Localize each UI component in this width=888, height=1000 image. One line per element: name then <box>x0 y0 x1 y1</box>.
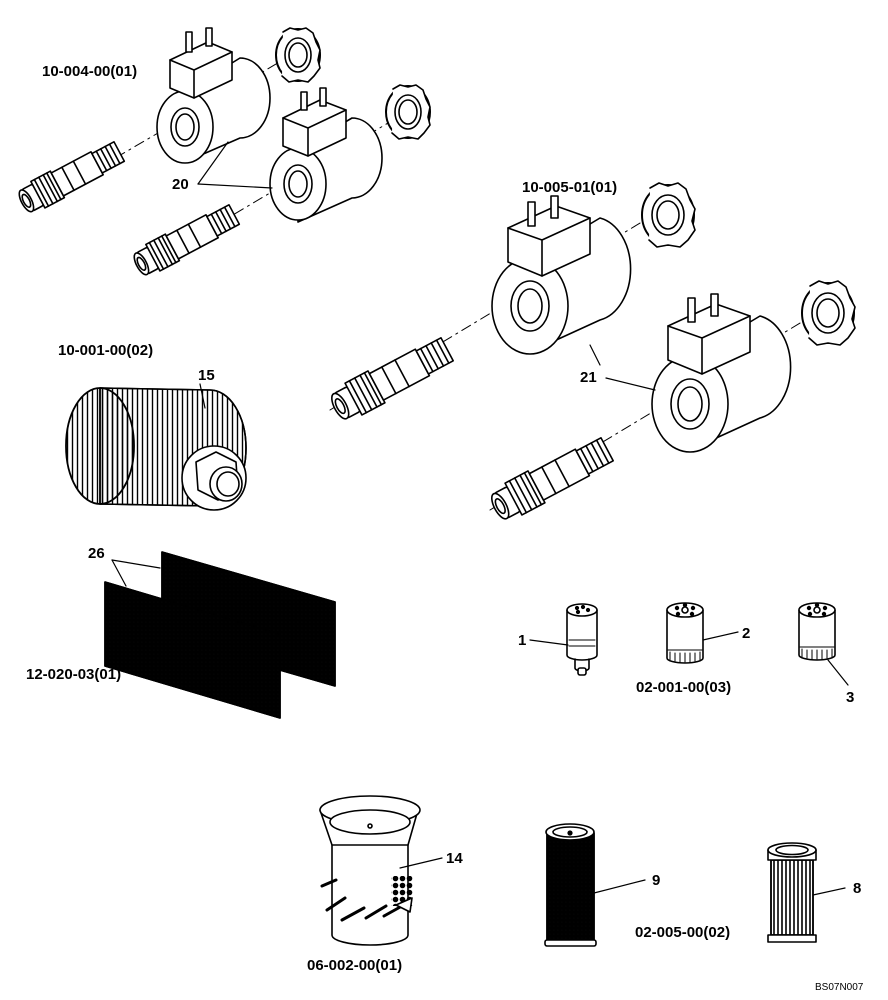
solenoid-valve-1 <box>18 27 321 213</box>
callout-14: 14 <box>446 850 463 867</box>
spin-on-filter-2 <box>666 602 739 664</box>
solenoid-valve-4 <box>489 280 856 520</box>
callout-8: 8 <box>853 880 862 897</box>
spin-on-filter-1 <box>529 603 598 676</box>
solenoid-valve-3 <box>329 182 696 420</box>
group-label-strainer: 10-001-00(02) <box>58 342 154 359</box>
group-label-basket: 06-002-00(01) <box>307 957 403 974</box>
pleated-filter-element <box>767 842 846 943</box>
callout-1: 1 <box>518 632 527 649</box>
group-label-solenoid-set-a: 10-004-00(01) <box>42 63 138 80</box>
spin-on-filter-3 <box>798 602 849 686</box>
filter-mats <box>104 551 336 719</box>
suction-strainer <box>65 383 247 511</box>
group-label-filter-elements: 02-005-00(02) <box>635 924 731 941</box>
strainer-basket <box>319 795 443 946</box>
callout-2: 2 <box>742 625 751 642</box>
callout-26: 26 <box>88 545 105 562</box>
leader-lines-20 <box>197 141 273 189</box>
callout-9: 9 <box>652 872 661 889</box>
group-label-filter-mats: 12-020-03(01) <box>26 666 122 683</box>
drawing-reference-code: BS07N007 <box>815 982 864 993</box>
leader-lines-21 <box>589 344 656 391</box>
callout-3: 3 <box>846 689 855 706</box>
solenoid-valve-2 <box>133 84 431 276</box>
callout-20: 20 <box>172 176 189 193</box>
callout-15: 15 <box>198 367 215 384</box>
group-label-spin-on-filters: 02-001-00(03) <box>636 679 732 696</box>
mesh-filter-element <box>544 823 646 947</box>
group-label-solenoid-set-b: 10-005-01(01) <box>522 179 618 196</box>
callout-21: 21 <box>580 369 597 386</box>
